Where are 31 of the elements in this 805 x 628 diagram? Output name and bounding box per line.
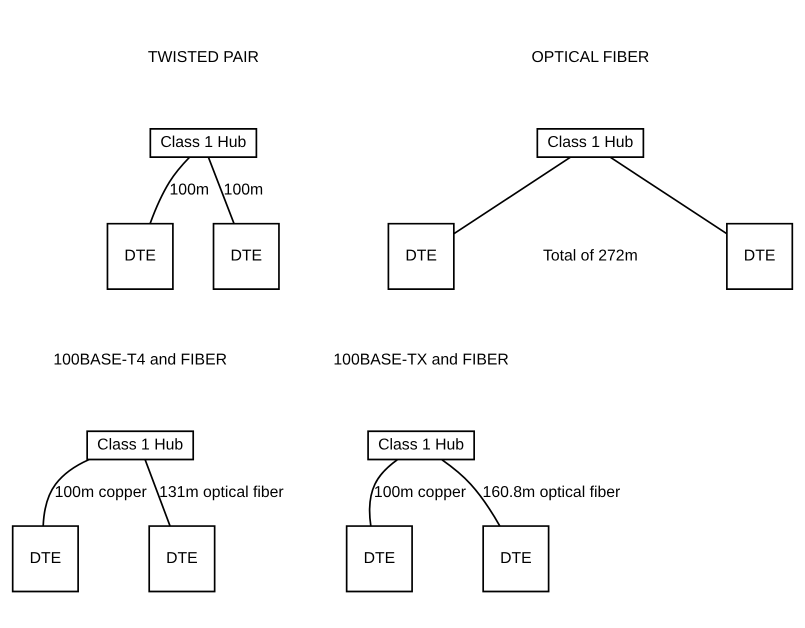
label: 100BASE-T4 and FIBER <box>53 350 228 368</box>
node-box: DTE <box>212 222 280 290</box>
node-box: DTE <box>12 524 79 592</box>
connector <box>149 156 190 224</box>
label: Total of 272m <box>542 247 638 264</box>
connector <box>144 458 171 526</box>
node-box: DTE <box>482 524 550 592</box>
node-box: Class 1 Hub <box>86 430 194 460</box>
edge-label: 100m copper <box>374 483 466 500</box>
node-box: Class 1 Hub <box>150 128 258 158</box>
node-box: DTE <box>388 222 455 290</box>
node-box: DTE <box>346 524 413 592</box>
connector <box>208 156 235 224</box>
edge-label: 160.8m optical fiber <box>482 483 620 500</box>
node-box: DTE <box>726 222 794 290</box>
node-box: DTE <box>106 222 174 290</box>
edge-label: 100m <box>224 181 264 198</box>
connector <box>368 458 398 526</box>
edge-label: 100m copper <box>54 483 147 500</box>
connector <box>42 458 90 526</box>
connector <box>610 156 728 234</box>
label: TWISTED PAIR <box>148 48 259 66</box>
node-box: DTE <box>148 524 216 592</box>
label: OPTICAL FIBER <box>531 48 650 66</box>
edge-label: 131m optical fiber <box>159 483 284 500</box>
label: 100BASE-TX and FIBER <box>333 350 509 368</box>
edge-label: 100m <box>170 181 209 198</box>
connector <box>453 156 571 234</box>
node-box: Class 1 Hub <box>536 128 644 158</box>
connector <box>441 458 501 526</box>
node-box: Class 1 Hub <box>367 430 475 460</box>
